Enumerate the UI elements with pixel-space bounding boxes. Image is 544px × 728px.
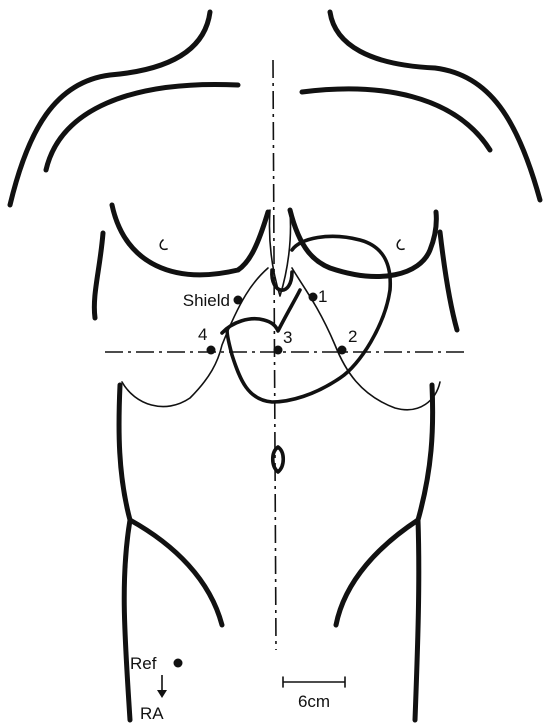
scale-bar — [283, 677, 345, 687]
electrode-3 — [274, 346, 283, 355]
right-nipple — [397, 240, 404, 249]
left-inner-shoulder-line — [46, 84, 238, 170]
label-electrode-4: 4 — [198, 325, 207, 344]
right-groin-line — [336, 520, 418, 625]
electrode-ref — [174, 659, 183, 668]
right-pectoral-curve — [290, 210, 436, 276]
label-ref: Ref — [130, 654, 157, 673]
electrode-1 — [309, 293, 318, 302]
right-costal-margin — [292, 268, 440, 410]
ref-arrow-head — [157, 690, 167, 698]
navel — [273, 447, 284, 472]
left-groin-line — [130, 520, 222, 625]
label-electrode-2: 2 — [348, 327, 357, 346]
electrode-shield — [234, 296, 243, 305]
heart-inner-curve — [222, 290, 300, 333]
label-shield: Shield — [183, 291, 230, 310]
vertical-midline — [273, 60, 276, 650]
label-electrode-1: 1 — [318, 287, 327, 306]
label-scale: 6cm — [298, 692, 330, 711]
right-lower-trunk-outline — [415, 385, 433, 720]
left-nipple — [160, 240, 167, 249]
left-pectoral-curve — [112, 205, 268, 275]
electrode-2 — [338, 346, 347, 355]
left-neck-shoulder-outline — [10, 12, 210, 205]
electrode-4 — [207, 346, 216, 355]
label-electrode-3: 3 — [283, 328, 292, 347]
right-trunk-outline — [440, 232, 457, 330]
label-ra: RA — [140, 704, 164, 723]
left-trunk-outline — [94, 233, 103, 318]
right-inner-shoulder-line — [302, 89, 490, 150]
left-lower-trunk-outline — [119, 385, 130, 720]
